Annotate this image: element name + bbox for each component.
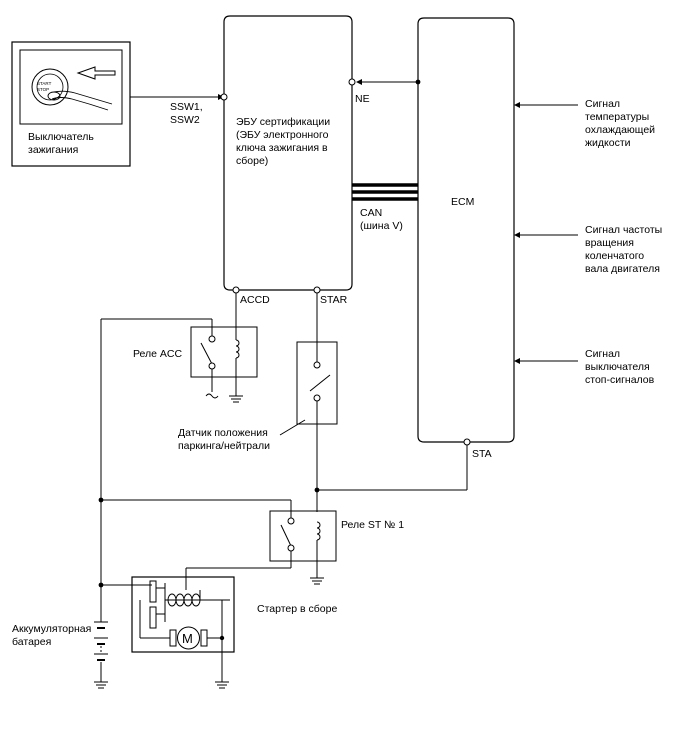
accd-pin-label: ACCD xyxy=(240,294,270,306)
acc-relay-ground-icon xyxy=(229,395,243,403)
ecu-label-2: (ЭБУ электронного xyxy=(236,129,329,141)
ignition-switch-label-2: зажигания xyxy=(28,144,78,156)
ecu-label-4: сборе) xyxy=(236,155,268,167)
ecm-label: ECM xyxy=(451,196,474,208)
sta-junction xyxy=(314,487,320,493)
ne-arrow xyxy=(356,79,362,85)
st-relay-label: Реле ST № 1 xyxy=(341,519,404,531)
ssw-label-2: SSW2 xyxy=(170,114,200,126)
acc-relay-label: Реле ACC xyxy=(133,348,183,360)
stop-lamp-signal-arrow xyxy=(514,358,520,364)
motor-symbol: M xyxy=(182,631,193,646)
sta-pin-label: STA xyxy=(472,448,492,460)
can-label-1: CAN xyxy=(360,207,382,219)
crankshaft-signal-4: вала двигателя xyxy=(585,263,660,275)
motor-icon: M xyxy=(169,626,208,650)
crankshaft-signal-3: коленчатого xyxy=(585,250,644,262)
crankshaft-signal-2: вращения xyxy=(585,237,634,249)
stop-text: STOP xyxy=(37,87,49,92)
pn-switch-label-1: Датчик положения xyxy=(178,427,268,439)
coolant-signal-2: температуры xyxy=(585,111,649,123)
battery-icon xyxy=(94,621,108,682)
acc-relay xyxy=(101,293,258,399)
sta-pin xyxy=(463,438,471,446)
ecu-label-1: ЭБУ сертификации xyxy=(236,116,330,128)
coolant-signal-1: Сигнал xyxy=(585,98,620,110)
stop-lamp-signal-1: Сигнал xyxy=(585,348,620,360)
crankshaft-signal-arrow xyxy=(514,232,520,238)
coolant-signal-4: жидкости xyxy=(585,137,631,149)
pn-switch-label-2: паркинга/нейтрали xyxy=(178,440,270,452)
st-relay xyxy=(101,499,337,590)
start-stop-button-icon xyxy=(31,66,116,111)
battery-label-1: Аккумуляторная xyxy=(12,623,91,635)
star-pin-label: STAR xyxy=(320,294,348,306)
crankshaft-signal-1: Сигнал частоты xyxy=(585,224,662,236)
ignition-switch-label-1: Выключатель xyxy=(28,131,94,143)
start-text: START xyxy=(37,81,52,86)
battery-ground-icon xyxy=(94,681,108,689)
park-neutral-switch xyxy=(279,293,338,512)
starter-assembly xyxy=(131,576,235,682)
ecu-label-3: ключа зажигания в xyxy=(236,142,328,154)
coolant-signal-3: охлаждающей xyxy=(585,124,655,136)
coolant-signal-arrow xyxy=(514,102,520,108)
can-bus xyxy=(352,183,418,201)
ssw-label-1: SSW1, xyxy=(170,101,203,113)
ecm-box xyxy=(417,17,515,443)
ignition-switch-box: START STOP Выключатель зажигания xyxy=(11,41,131,167)
ne-pin-label: NE xyxy=(355,93,370,105)
can-label-2: (шина V) xyxy=(360,220,403,232)
bus-junction-1 xyxy=(98,497,104,503)
stop-lamp-signal-3: стоп-сигналов xyxy=(585,374,655,386)
starter-label: Стартер в сборе xyxy=(257,603,337,615)
stop-lamp-signal-2: выключателя xyxy=(585,361,650,373)
certification-ecu-box xyxy=(220,15,356,294)
starter-ground-icon xyxy=(215,681,229,689)
battery-label-2: батарея xyxy=(12,636,51,648)
st-relay-ground-icon xyxy=(310,577,324,585)
